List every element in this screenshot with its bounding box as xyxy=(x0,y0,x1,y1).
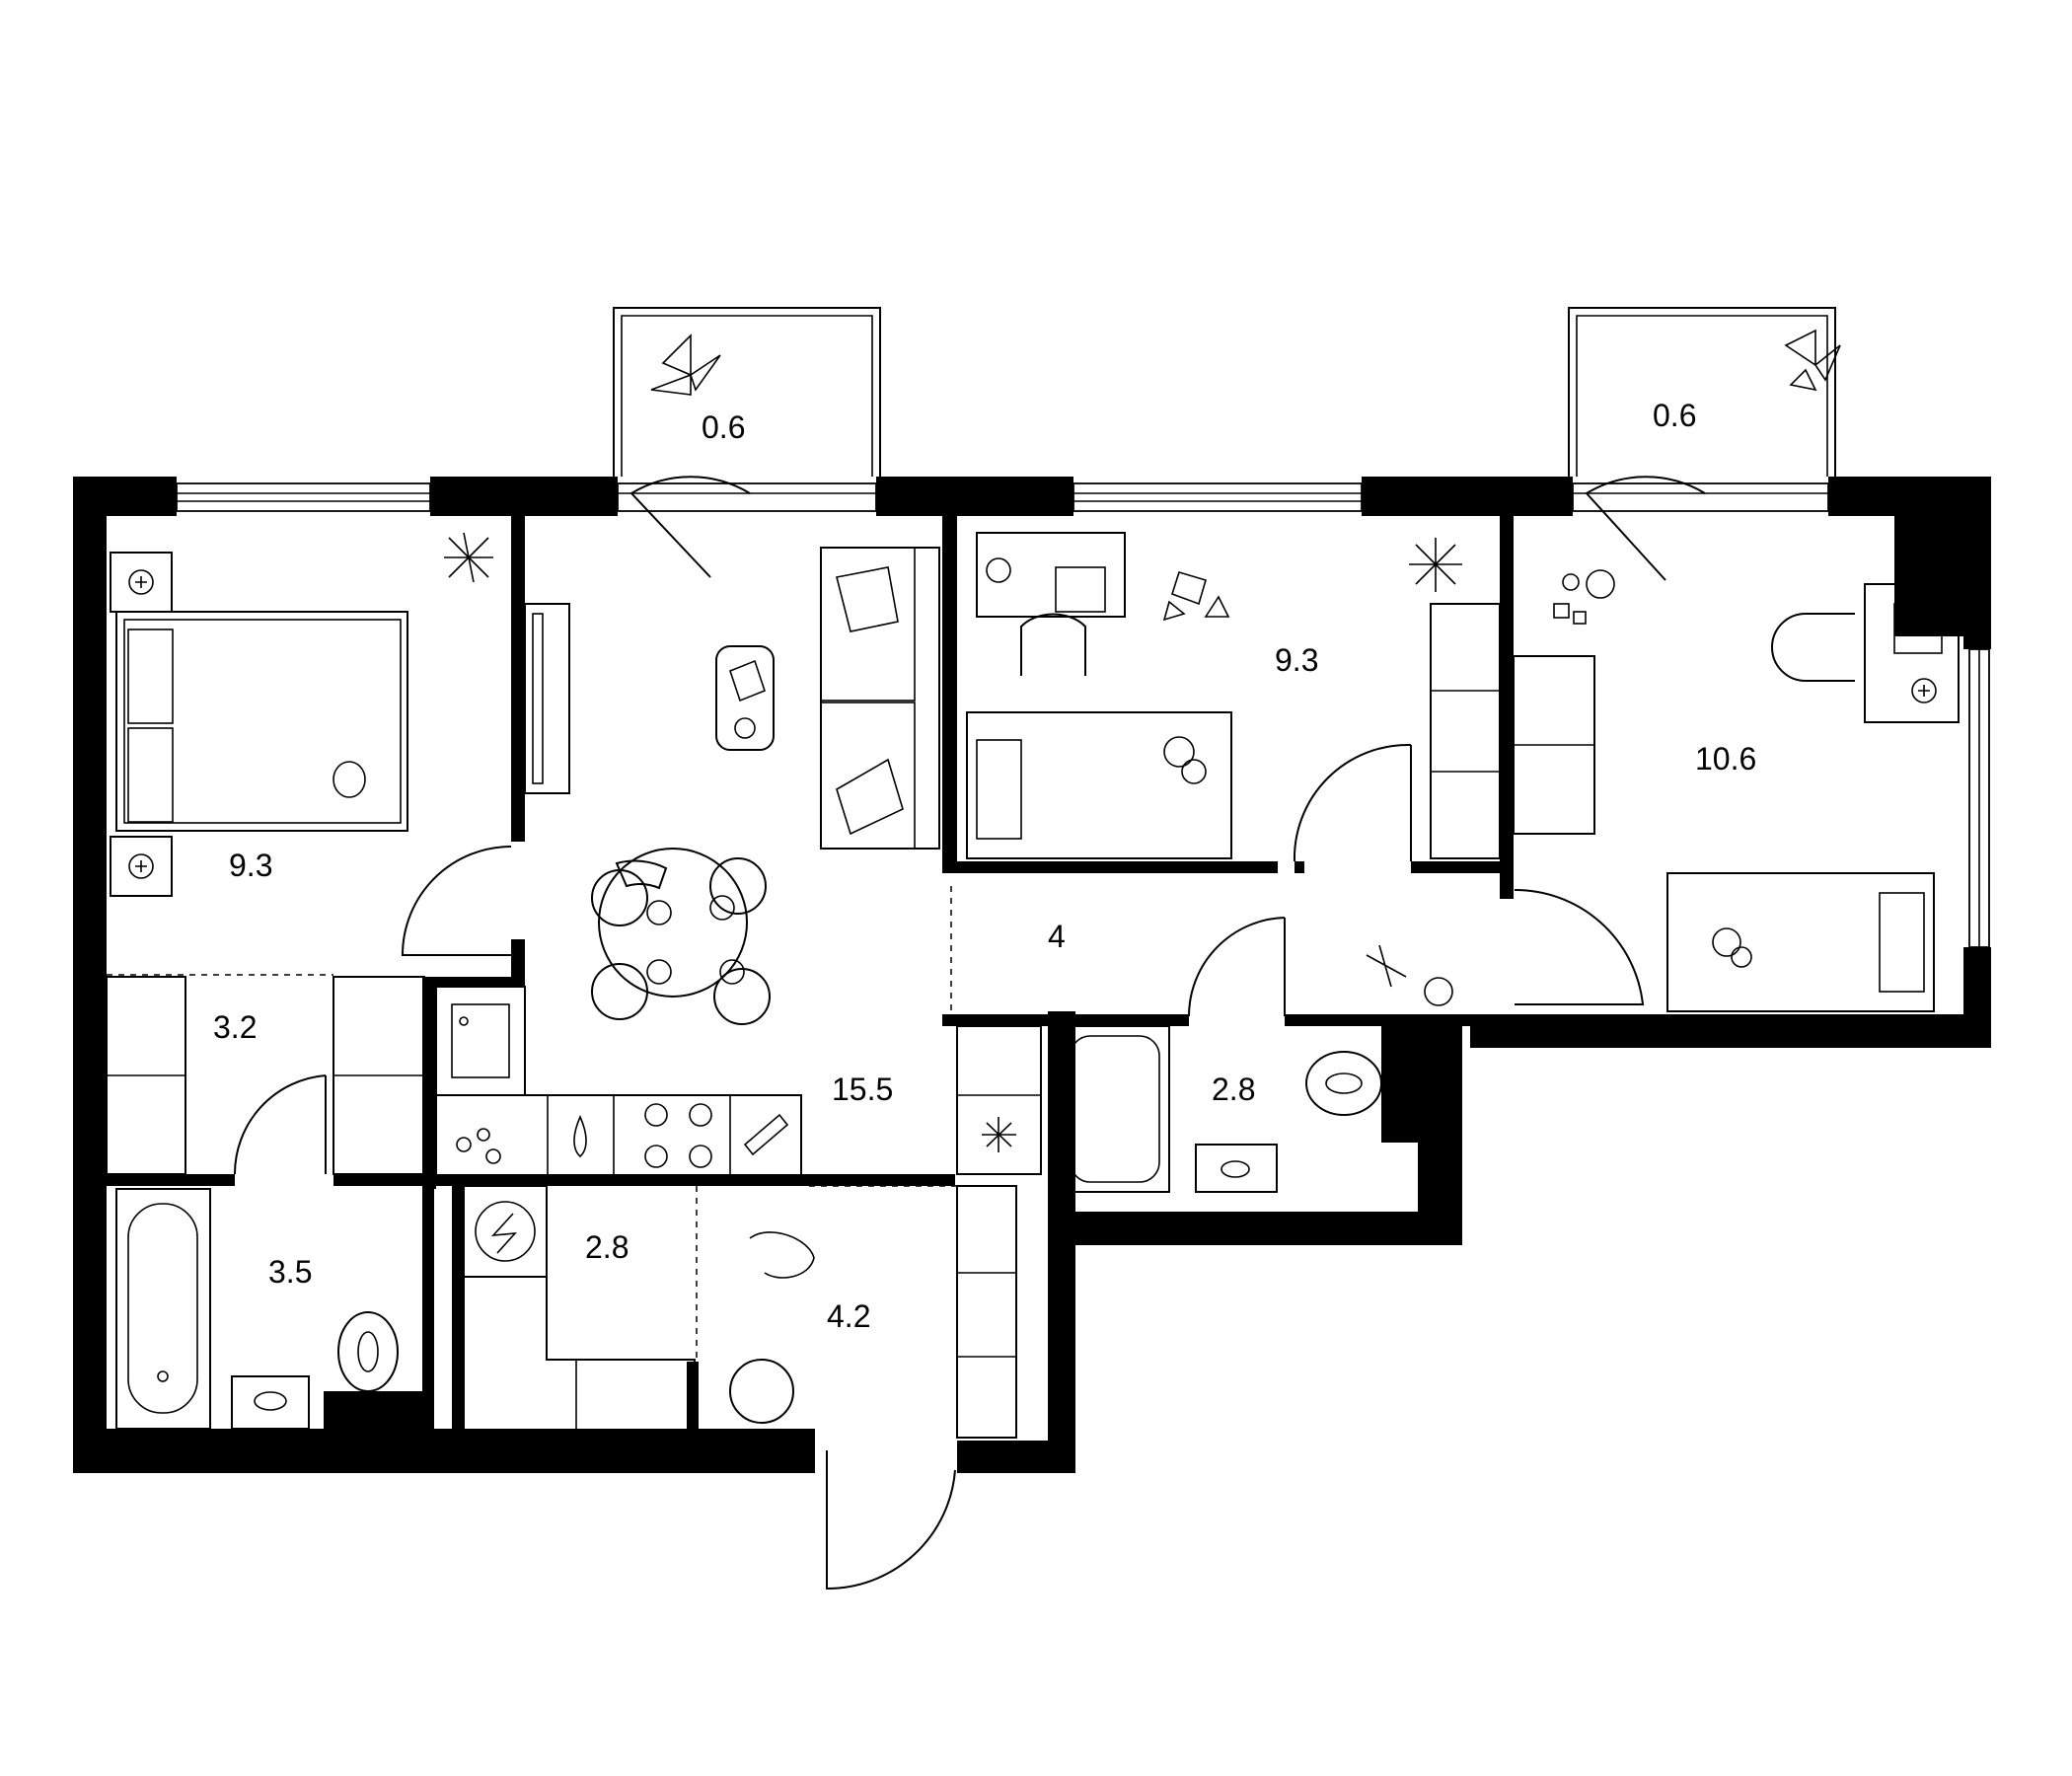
area-childroom-middle: 9.3 xyxy=(1275,642,1318,678)
area-balcony-right: 0.6 xyxy=(1653,398,1696,433)
windows xyxy=(176,482,1990,948)
area-balcony-left: 0.6 xyxy=(702,409,745,445)
area-hallway: 4.2 xyxy=(827,1298,870,1334)
area-corridor: 4 xyxy=(1048,919,1066,954)
area-kitchen-living: 15.5 xyxy=(832,1072,893,1107)
plant-icons xyxy=(444,329,1841,592)
room-labels: 9.3 0.6 15.5 9.3 0.6 10.6 4 3.2 3.5 2.8 … xyxy=(213,398,1756,1334)
area-bathroom-right: 2.8 xyxy=(1212,1072,1255,1107)
balconies xyxy=(613,307,1836,477)
furniture xyxy=(106,532,1960,1442)
area-wardrobe-left: 3.2 xyxy=(213,1009,257,1045)
area-bathroom-left: 3.5 xyxy=(268,1254,312,1290)
area-storage: 2.8 xyxy=(585,1229,629,1265)
walls xyxy=(73,477,1991,1473)
area-childroom-right: 10.6 xyxy=(1695,741,1756,777)
area-bedroom-left: 9.3 xyxy=(229,848,272,883)
doors xyxy=(107,476,1706,1591)
